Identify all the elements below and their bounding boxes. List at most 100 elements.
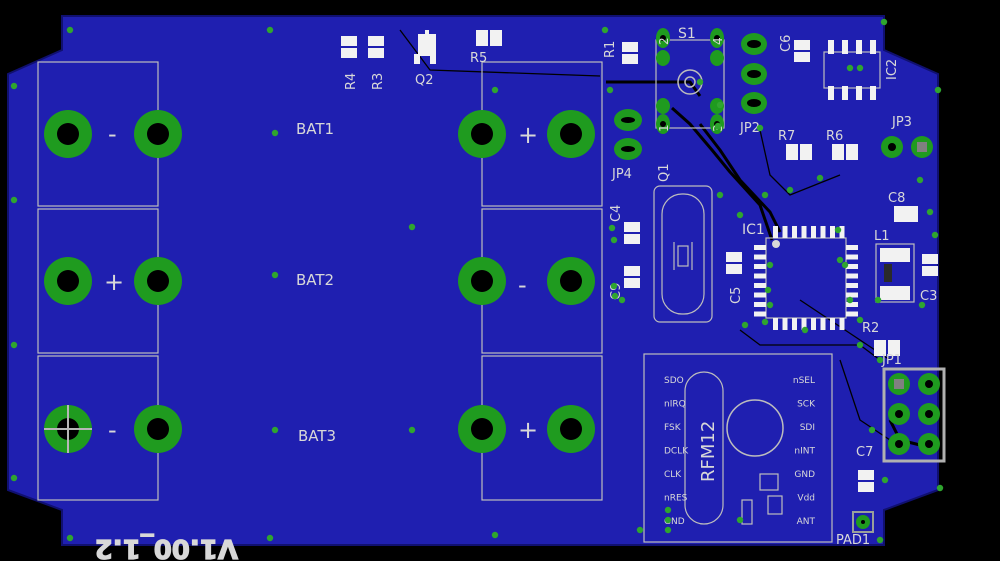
rfm12-pin-left-label: CLK (664, 470, 682, 480)
via (874, 296, 882, 304)
via (271, 129, 279, 137)
via (266, 26, 274, 34)
ic1-pad (754, 311, 766, 317)
l1-inductor: L1 (874, 229, 915, 303)
via (761, 191, 769, 199)
r6-resistor: R6 (826, 129, 858, 160)
c3-capacitor: C3 (920, 254, 938, 304)
c8-label: C8 (888, 191, 905, 206)
via (266, 534, 274, 542)
via (766, 301, 774, 309)
r1-resistor: R1 (603, 41, 638, 64)
bat3-pad-right-b (547, 405, 595, 453)
battery-pads (44, 110, 595, 453)
r4-label: R4 (344, 73, 359, 90)
r2-label: R2 (862, 321, 879, 336)
via (636, 526, 644, 534)
q2-transistor: Q2 (414, 30, 436, 88)
ic1-pad (801, 318, 807, 330)
pad1-testpoint: PAD1 (836, 511, 874, 548)
ic1-pad (846, 292, 858, 298)
r4-resistor: R4 (341, 36, 359, 90)
via (916, 176, 924, 184)
via (608, 224, 616, 232)
via (846, 64, 854, 72)
via (918, 301, 926, 309)
via (876, 536, 884, 544)
via (836, 256, 844, 264)
via (271, 271, 279, 279)
jp3-jumper: JP3 (881, 115, 933, 158)
jp2-jumper: JP2 (739, 33, 767, 136)
via (66, 534, 74, 542)
via (876, 356, 884, 364)
version-label: V1.00_1.2 (95, 533, 238, 561)
rfm12-pin-right-label: ANT (797, 517, 816, 527)
ic1-pad (839, 226, 845, 238)
s1-pin1: 1 (657, 124, 671, 132)
via (664, 516, 672, 524)
jp1-label: JP1 (881, 353, 902, 368)
bat3-pad-left-b (134, 405, 182, 453)
ic1-pad (820, 226, 826, 238)
bat1-right-polarity: + (518, 121, 538, 149)
rfm12-pin-right-label: SDI (800, 423, 815, 433)
ic2-chip: IC2 (823, 40, 900, 100)
via (846, 296, 854, 304)
ic1-pad (846, 273, 858, 279)
ic1-pad (792, 318, 797, 330)
s1-pin2: 2 (657, 37, 671, 45)
r7-label: R7 (778, 129, 795, 144)
via (10, 196, 18, 204)
via (856, 64, 864, 72)
bat1-pad-right-a (458, 110, 506, 158)
r3-label: R3 (371, 73, 386, 90)
c7-capacitor: C7 (856, 445, 874, 492)
bat2-right-polarity: - (518, 271, 527, 299)
rfm12-pin-left-label: GND (664, 517, 685, 527)
bat2-pad-left-a (44, 257, 92, 305)
ic1-pad (754, 273, 766, 279)
bat1-label: BAT1 (296, 120, 334, 138)
via (841, 261, 849, 269)
ic1-pad (846, 264, 858, 269)
via (856, 341, 864, 349)
ic1-pad (754, 302, 766, 307)
ic1-pad (839, 318, 845, 330)
via (606, 86, 614, 94)
r2-resistor: R2 (862, 321, 900, 356)
via (756, 124, 764, 132)
via (10, 341, 18, 349)
ic1-pad (820, 318, 826, 330)
ic1-pad (754, 254, 766, 260)
via (664, 506, 672, 514)
c4-capacitor: C4 (609, 205, 640, 244)
rfm12-pin-left-label: nRES (664, 494, 688, 504)
battery-labels: BAT1 BAT2 BAT3 - + - + - + (104, 120, 538, 445)
jp4-label: JP4 (611, 167, 632, 182)
via (834, 226, 842, 234)
bat3-pad-left-a (44, 405, 92, 453)
ic1-pad (754, 245, 766, 250)
via (716, 191, 724, 199)
c6-label: C6 (779, 35, 794, 52)
ic2-label: IC2 (885, 59, 900, 80)
r7-resistor: R7 (778, 129, 812, 160)
vias (10, 18, 944, 544)
l1-label: L1 (874, 229, 890, 244)
ic1-pad (811, 226, 816, 238)
via (880, 18, 888, 26)
c4-label: C4 (609, 205, 624, 222)
r5-label: R5 (470, 51, 487, 66)
via (491, 531, 499, 539)
via (936, 484, 944, 492)
ic1-pad (754, 264, 766, 269)
bat1-pad-right-b (547, 110, 595, 158)
q2-label: Q2 (415, 73, 434, 88)
via (618, 296, 626, 304)
rfm12-pin-right-label: SCK (797, 400, 816, 410)
via (736, 211, 744, 219)
via (610, 236, 618, 244)
